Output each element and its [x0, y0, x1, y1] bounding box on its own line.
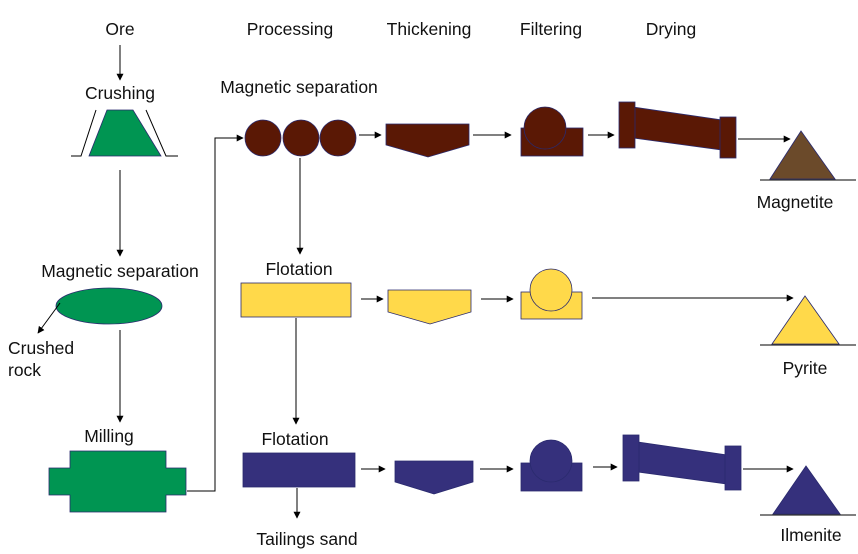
label-flotation-2: Flotation [261, 429, 328, 449]
label-ilmenite: Ilmenite [780, 525, 841, 545]
drum-separator-icon [244, 119, 357, 157]
thickener-icon-3 [394, 460, 474, 495]
label-magnetite: Magnetite [757, 192, 834, 212]
filter-icon-1 [520, 106, 584, 157]
stockpile-icon-ilmenite [760, 465, 856, 516]
label-milling: Milling [84, 426, 134, 446]
header-thickening: Thickening [387, 19, 472, 39]
label-pyrite: Pyrite [783, 358, 828, 378]
label-magnetic-separation-1: Magnetic separation [41, 261, 199, 281]
filter-icon-2 [520, 268, 583, 320]
header-ore: Ore [105, 19, 134, 39]
label-crushing: Crushing [85, 83, 155, 103]
header-drying: Drying [646, 19, 697, 39]
separator-ellipse-icon [55, 287, 163, 325]
connector-milling-to-drum-separator [187, 134, 244, 492]
dryer-icon-1 [618, 101, 737, 159]
label-tailings-sand: Tailings sand [256, 529, 357, 549]
header-processing: Processing [247, 19, 334, 39]
flotation-cell-icon-1 [240, 282, 352, 318]
flotation-cell-icon-2 [242, 452, 356, 488]
label-crushed-rock-line1: Crushed [8, 338, 74, 358]
arrow-to-crushed-rock [37, 302, 61, 334]
stockpile-icon-magnetite [760, 130, 856, 181]
label-magnetic-separation-2: Magnetic separation [220, 77, 378, 97]
crusher-icon [71, 109, 178, 157]
header-filtering: Filtering [520, 19, 582, 39]
thickener-icon-1 [385, 123, 470, 158]
thickener-icon-2 [387, 289, 472, 325]
label-crushed-rock-line2: rock [8, 360, 41, 380]
label-flotation-1: Flotation [265, 259, 332, 279]
stockpile-icon-pyrite [760, 295, 856, 346]
dryer-icon-3 [622, 434, 742, 491]
filter-icon-3 [520, 439, 583, 492]
mill-icon [48, 450, 187, 513]
